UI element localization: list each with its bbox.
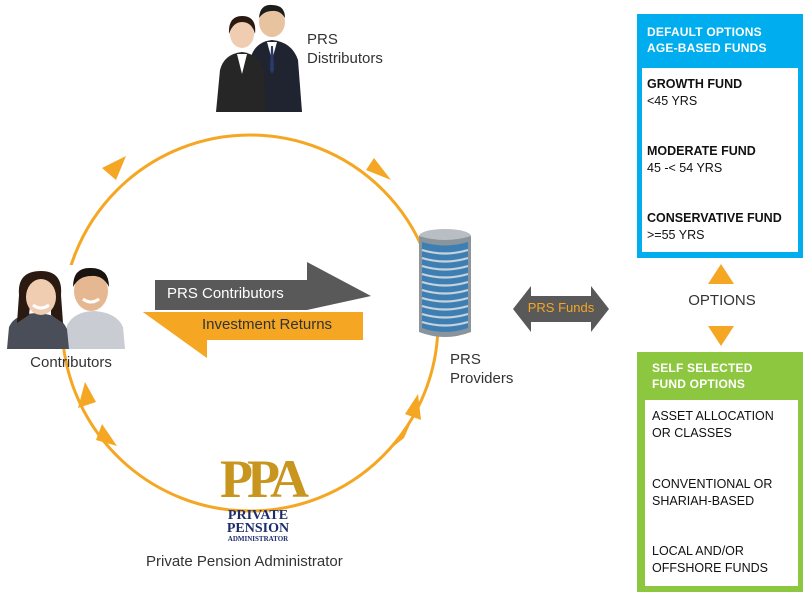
providers-label-line1: PRS [450, 351, 481, 368]
default-option-item: GROWTH FUND <45 YRS [647, 76, 742, 110]
conservative-fund-name: CONSERVATIVE FUND [647, 211, 782, 225]
ppa-logo-letters: PPA [220, 449, 309, 509]
asset-allocation-line2: OR CLASSES [652, 426, 732, 440]
cycle-arrowhead-top-left [102, 156, 126, 180]
ppa-logo-line3: ADMINISTRATOR [227, 535, 289, 543]
default-option-item: CONSERVATIVE FUND >=55 YRS [647, 210, 782, 244]
contributors-photo [5, 265, 127, 349]
distributors-label-line2: Distributors [307, 50, 383, 67]
moderate-fund-range: 45 -< 54 YRS [647, 161, 723, 175]
growth-fund-range: <45 YRS [647, 94, 698, 108]
cycle-arrowhead-left-upper [78, 382, 96, 408]
default-options-box: DEFAULT OPTIONS AGE-BASED FUNDS GROWTH F… [637, 14, 803, 258]
options-down-arrow-icon [708, 326, 734, 346]
building-icon [419, 229, 471, 337]
cycle-arrowhead-right-lower [394, 422, 411, 446]
options-up-arrow-icon [708, 264, 734, 284]
distributors-label: PRS Distributors [307, 30, 383, 68]
options-label: OPTIONS [688, 292, 756, 309]
growth-fund-name: GROWTH FUND [647, 77, 743, 91]
self-selected-title: SELF SELECTED FUND OPTIONS [652, 360, 753, 392]
distributors-label-line1: PRS [307, 31, 338, 48]
cycle-arrowhead-top-right [366, 158, 391, 180]
default-options-list: GROWTH FUND <45 YRS MODERATE FUND 45 -< … [642, 68, 798, 252]
self-option-item: LOCAL AND/OR OFFSHORE FUNDS [652, 543, 768, 577]
ppa-logo: PPA PRIVATE PENSION ADMINISTRATOR [220, 449, 309, 543]
couple-icon [7, 267, 125, 349]
funds-arrow-label: PRS Funds [527, 300, 595, 315]
contributions-arrow [155, 262, 371, 310]
providers-label: PRS Providers [450, 350, 513, 388]
funds-double-arrow [513, 286, 609, 332]
business-people-icon [216, 4, 302, 112]
contributors-label: Contributors [30, 354, 112, 371]
default-options-title-line1: DEFAULT OPTIONS [647, 25, 762, 39]
cycle-arrowhead-left-lower [96, 424, 117, 446]
administrator-label: Private Pension Administrator [146, 553, 343, 570]
distributors-photo [212, 0, 304, 112]
local-offshore-line1: LOCAL AND/OR [652, 544, 744, 558]
self-selected-list: ASSET ALLOCATION OR CLASSES CONVENTIONAL… [645, 400, 798, 586]
default-options-title-line2: AGE-BASED FUNDS [647, 41, 767, 55]
moderate-fund-name: MODERATE FUND [647, 144, 756, 158]
conservative-fund-range: >=55 YRS [647, 228, 705, 242]
providers-label-line2: Providers [450, 370, 514, 387]
self-option-item: ASSET ALLOCATION OR CLASSES [652, 408, 774, 442]
default-options-title: DEFAULT OPTIONS AGE-BASED FUNDS [647, 24, 767, 56]
self-option-item: CONVENTIONAL OR SHARIAH-BASED [652, 476, 772, 510]
contributions-arrow-label: PRS Contributors [167, 285, 284, 302]
ppa-logo-line1: PRIVATE [227, 508, 289, 523]
conventional-line1: CONVENTIONAL OR [652, 477, 773, 491]
self-selected-title-line2: FUND OPTIONS [652, 377, 746, 391]
ppa-logo-line2: PENSION [226, 521, 290, 536]
default-option-item: MODERATE FUND 45 -< 54 YRS [647, 143, 756, 177]
asset-allocation-line1: ASSET ALLOCATION [652, 409, 774, 423]
self-selected-box: SELF SELECTED FUND OPTIONS ASSET ALLOCAT… [637, 352, 803, 592]
conventional-line2: SHARIAH-BASED [652, 494, 755, 508]
returns-arrow-label: Investment Returns [202, 316, 333, 333]
cycle-arrowhead-right-upper [405, 394, 421, 420]
local-offshore-line2: OFFSHORE FUNDS [652, 561, 768, 575]
returns-arrow [143, 312, 363, 358]
self-selected-title-line1: SELF SELECTED [652, 361, 753, 375]
